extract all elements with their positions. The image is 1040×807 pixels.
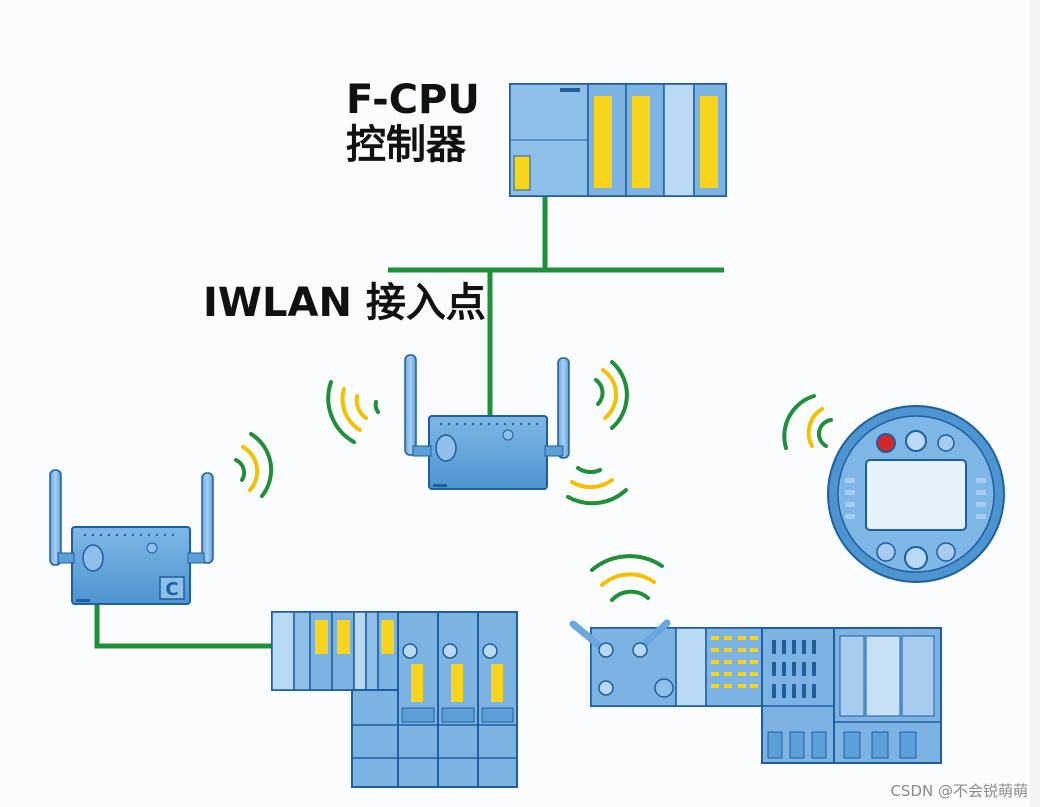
wifi-wave-icon: [590, 554, 664, 602]
access-point-label: IWLAN 接入点: [203, 280, 486, 326]
f-cpu-controller: [509, 83, 727, 197]
antenna-icon: [557, 357, 570, 459]
antenna-icon: [404, 354, 417, 456]
status-led-icon: [876, 433, 896, 453]
wifi-wave-icon: [782, 394, 833, 450]
wifi-wave-icon: [566, 466, 628, 506]
wifi-wave-icon: [326, 380, 380, 444]
distributed-io-station: [271, 611, 518, 788]
antenna-icon: [201, 472, 214, 564]
f-cpu-label: F-CPU 控制器: [346, 78, 480, 168]
client-module: C: [49, 469, 214, 605]
central-access-point: [404, 354, 570, 490]
client-to-io-line: [94, 604, 272, 649]
f-cpu-label-line1: F-CPU: [346, 77, 480, 123]
f-cpu-label-line2: 控制器: [346, 121, 466, 168]
antenna-icon: [49, 469, 62, 566]
wifi-wave-icon: [234, 432, 274, 498]
network-cabling: [94, 196, 724, 649]
antenna-icon: [569, 620, 606, 652]
client-badge: C: [165, 579, 178, 600]
watermark: CSDN @不会锐萌萌: [890, 782, 1028, 800]
wireless-io-station: [569, 619, 942, 764]
mobile-panel: [827, 405, 1005, 583]
frame-edge: [1030, 0, 1040, 807]
wifi-wave-icon: [594, 360, 629, 430]
